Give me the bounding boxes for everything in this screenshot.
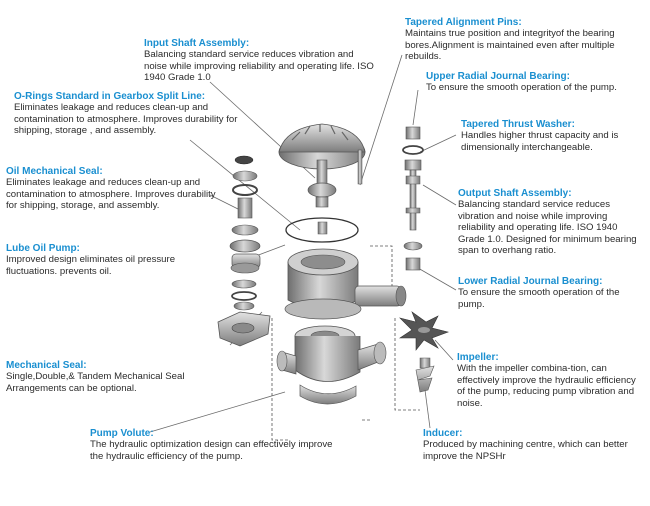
- pump-volute: [276, 325, 387, 405]
- input-shaft: [307, 159, 337, 208]
- inducer: [415, 357, 435, 393]
- callout-title: Upper Radial Journal Bearing:: [426, 71, 570, 82]
- callout-desc: Balancing standard service reduces vibra…: [458, 199, 637, 257]
- callout-mechanical-seal: Mechanical Seal: Single,Double,& Tandem …: [6, 360, 228, 394]
- callout-title: Inducer:: [423, 428, 463, 439]
- callout-desc: Handles higher thrust capacity and is di…: [461, 130, 619, 153]
- output-shaft-stack: [402, 126, 424, 271]
- callout-title: O-Rings Standard in Gearbox Split Line:: [14, 91, 206, 102]
- callout-oil-mechanical-seal: Oil Mechanical Seal: Eliminates leakage …: [6, 166, 216, 212]
- callout-upper-radial-bearing: Upper Radial Journal Bearing: To ensure …: [426, 71, 646, 94]
- callout-lube-oil-pump: Lube Oil Pump: Improved design eliminate…: [6, 243, 228, 277]
- callout-title: Output Shaft Assembly:: [458, 188, 572, 199]
- callout-title: Lube Oil Pump:: [6, 243, 80, 254]
- callout-desc: Maintains true position and integrityof …: [405, 28, 615, 63]
- callout-pump-volute: Pump Volute: The hydraulic optimization …: [90, 428, 335, 462]
- callout-desc: Improved design eliminates oil pressure …: [6, 254, 176, 277]
- callout-tapered-thrust-washer: Tapered Thrust Washer: Handles higher th…: [461, 119, 646, 153]
- small-bushing: [317, 221, 328, 235]
- callout-desc: With the impeller combina-tion, can effe…: [457, 363, 636, 409]
- callout-desc: Single,Double,& Tandem Mechanical Seal A…: [6, 371, 185, 394]
- callout-title: Impeller:: [457, 352, 499, 363]
- callout-title: Mechanical Seal:: [6, 360, 87, 371]
- callout-title: Pump Volute:: [90, 428, 154, 439]
- callout-desc: Eliminates leakage and reduces clean-up …: [6, 177, 216, 212]
- lube-oil-pump: [229, 239, 261, 311]
- callout-title: Oil Mechanical Seal:: [6, 166, 103, 177]
- alignment-pin: [357, 149, 363, 185]
- dashed-guides: [271, 245, 420, 441]
- impeller: [399, 311, 450, 351]
- callout-output-shaft: Output Shaft Assembly: Balancing standar…: [458, 188, 644, 256]
- callout-desc: To ensure the smooth operation of the pu…: [458, 287, 620, 310]
- input-shaft-cover: [278, 123, 366, 170]
- o-ring: [285, 217, 359, 243]
- callout-tapered-alignment-pins: Tapered Alignment Pins: Maintains true p…: [405, 17, 640, 63]
- callout-title: Tapered Alignment Pins:: [405, 17, 522, 28]
- callout-impeller: Impeller: With the impeller combina-tion…: [457, 352, 643, 409]
- callout-desc: Balancing standard service reduces vibra…: [144, 49, 374, 84]
- callout-input-shaft: Input Shaft Assembly: Balancing standard…: [144, 38, 379, 84]
- callout-title: Tapered Thrust Washer:: [461, 119, 575, 130]
- callout-desc: To ensure the smooth operation of the pu…: [426, 82, 617, 94]
- callout-desc: Eliminates leakage and reduces clean-up …: [14, 102, 238, 137]
- callout-desc: Produced by machining centre, which can …: [423, 439, 628, 462]
- mechanical-seal-plate: [217, 311, 271, 347]
- callout-lower-radial-bearing: Lower Radial Journal Bearing: To ensure …: [458, 276, 646, 310]
- callout-title: Input Shaft Assembly:: [144, 38, 250, 49]
- callout-inducer: Inducer: Produced by machining centre, w…: [423, 428, 628, 462]
- callout-title: Lower Radial Journal Bearing:: [458, 276, 603, 287]
- callout-o-rings: O-Rings Standard in Gearbox Split Line: …: [14, 91, 264, 137]
- oil-seal-stack: [231, 155, 259, 236]
- callout-desc: The hydraulic optimization design can ef…: [90, 439, 333, 462]
- gearbox-housing: [284, 248, 407, 320]
